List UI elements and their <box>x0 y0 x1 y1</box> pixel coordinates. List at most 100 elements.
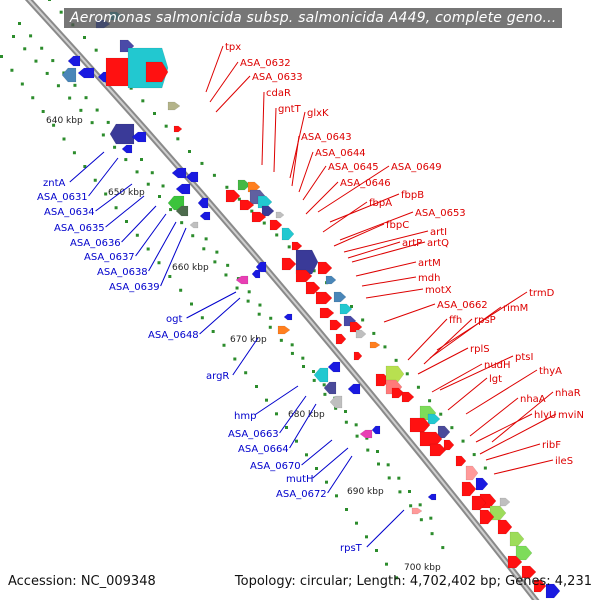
gene-label-forward[interactable]: mdh <box>418 273 440 284</box>
tick-mark <box>104 192 108 196</box>
tick-mark <box>40 46 44 50</box>
gene-label-forward[interactable]: ribF <box>542 440 561 451</box>
gene-label-reverse[interactable]: ASA_0638 <box>97 267 148 278</box>
gene-label-forward[interactable]: ASA_0644 <box>315 148 366 159</box>
tick-mark <box>29 34 33 38</box>
tick-mark <box>146 182 150 186</box>
gene-label-reverse[interactable]: ASA_0672 <box>276 489 327 500</box>
gene-label-forward[interactable]: artM <box>418 258 441 269</box>
gene-feature <box>305 281 321 295</box>
tick-mark <box>409 504 413 508</box>
gene-label-forward[interactable]: thyA <box>539 366 562 377</box>
gene-label-forward[interactable]: tpx <box>225 42 241 53</box>
scale-label: 640 kbp <box>46 116 83 126</box>
gene-feature <box>329 395 343 409</box>
gene-label-reverse[interactable]: rpsT <box>340 543 363 554</box>
gene-label-forward[interactable]: gntT <box>278 104 302 115</box>
gene-label-reverse[interactable]: ASA_0664 <box>238 444 289 455</box>
gene-label-reverse[interactable]: ASA_0639 <box>109 282 160 293</box>
gene-label-forward[interactable]: artP <box>402 238 422 249</box>
gene-label-forward[interactable]: fbpA <box>369 198 392 209</box>
gene-label-reverse[interactable]: zntA <box>43 178 66 189</box>
gene-feature <box>173 125 183 133</box>
tick-mark <box>315 467 318 470</box>
gene-label-forward[interactable]: nhaR <box>555 388 581 399</box>
tick-mark <box>302 365 305 368</box>
gene-label-forward[interactable]: ASA_0646 <box>340 178 391 189</box>
gene-label-forward[interactable]: cdaR <box>266 88 291 99</box>
tick-mark <box>106 120 110 124</box>
tick-mark <box>244 371 248 375</box>
gene-label-reverse[interactable]: ASA_0648 <box>148 330 199 341</box>
gene-label-forward[interactable]: hlyU <box>534 410 556 421</box>
gene-label-forward[interactable]: rplS <box>470 344 490 355</box>
gene-label-reverse[interactable]: ASA_0636 <box>70 238 121 249</box>
tick-mark <box>233 357 237 361</box>
gene-feature <box>175 183 191 195</box>
tick-mark <box>450 426 454 430</box>
tick-mark <box>135 233 139 237</box>
gene-feature <box>175 205 189 217</box>
gene-label-forward[interactable]: lgt <box>489 374 502 385</box>
gene-label-forward[interactable]: ASA_0662 <box>437 300 488 311</box>
gene-feature <box>239 199 255 211</box>
tick-mark <box>430 532 434 536</box>
gene-label-line <box>135 213 167 257</box>
gene-feature <box>443 439 455 451</box>
gene-label-line <box>431 363 483 393</box>
tick-mark <box>68 96 72 100</box>
gene-feature <box>145 61 169 83</box>
gene-label-forward[interactable]: glxK <box>307 108 329 119</box>
gene-label-reverse[interactable]: ASA_0635 <box>54 223 105 234</box>
gene-label-forward[interactable]: ASA_0632 <box>240 58 291 69</box>
gene-label-forward[interactable]: fbpB <box>401 190 424 201</box>
gene-label-line <box>355 261 417 277</box>
gene-label-reverse[interactable]: hmp <box>234 411 256 422</box>
gene-feature <box>257 195 273 209</box>
gene-feature <box>277 325 291 335</box>
gene-label-line <box>383 303 436 323</box>
tick-mark <box>290 351 294 355</box>
gene-label-reverse[interactable]: ASA_0634 <box>44 207 95 218</box>
gene-label-forward[interactable]: ASA_0645 <box>328 162 379 173</box>
gene-label-reverse[interactable]: ASA_0663 <box>228 429 279 440</box>
gene-label-forward[interactable]: ASA_0649 <box>391 162 442 173</box>
gene-label-forward[interactable]: mviN <box>558 410 584 421</box>
tick-mark <box>93 178 97 182</box>
gene-feature <box>509 531 525 547</box>
gene-label-reverse[interactable]: mutH <box>286 474 314 485</box>
tick-mark <box>222 343 226 347</box>
tick-mark <box>191 234 195 238</box>
gene-label-forward[interactable]: nhaA <box>520 394 546 405</box>
gene-label-forward[interactable]: ffh <box>449 315 462 326</box>
gene-label-forward[interactable]: fbpC <box>386 220 409 231</box>
gene-label-forward[interactable]: rpsP <box>474 315 496 326</box>
gene-label-forward[interactable]: ileS <box>555 456 573 467</box>
gene-label-forward[interactable]: artQ <box>427 238 449 249</box>
gene-label-forward[interactable]: nudH <box>484 360 511 371</box>
tick-mark <box>72 151 76 155</box>
gene-feature <box>499 497 511 507</box>
gene-label-forward[interactable]: ASA_0653 <box>415 208 466 219</box>
gene-label-forward[interactable]: trmD <box>529 288 555 299</box>
gene-label-forward[interactable]: ASA_0633 <box>252 72 303 83</box>
gene-label-reverse[interactable]: ASA_0670 <box>250 461 301 472</box>
tick-mark <box>20 82 24 86</box>
gene-feature <box>189 221 199 229</box>
tick-mark <box>312 370 315 373</box>
gene-label-reverse[interactable]: ASA_0637 <box>84 252 135 263</box>
tick-mark <box>129 86 133 90</box>
gene-label-forward[interactable]: artI <box>430 227 447 238</box>
gene-label-reverse[interactable]: ASA_0631 <box>37 192 88 203</box>
gene-label-line <box>322 201 368 233</box>
gene-label-reverse[interactable]: argR <box>206 371 229 382</box>
gene-label-forward[interactable]: ASA_0643 <box>301 132 352 143</box>
gene-label-reverse[interactable]: ogt <box>166 314 182 325</box>
gene-label-forward[interactable]: ptsI <box>515 352 533 363</box>
tick-mark <box>45 71 49 75</box>
gene-label-line <box>439 355 514 391</box>
gene-label-forward[interactable]: motX <box>425 285 452 296</box>
tick-mark <box>135 170 139 174</box>
gene-label-forward[interactable]: rimM <box>503 303 528 314</box>
